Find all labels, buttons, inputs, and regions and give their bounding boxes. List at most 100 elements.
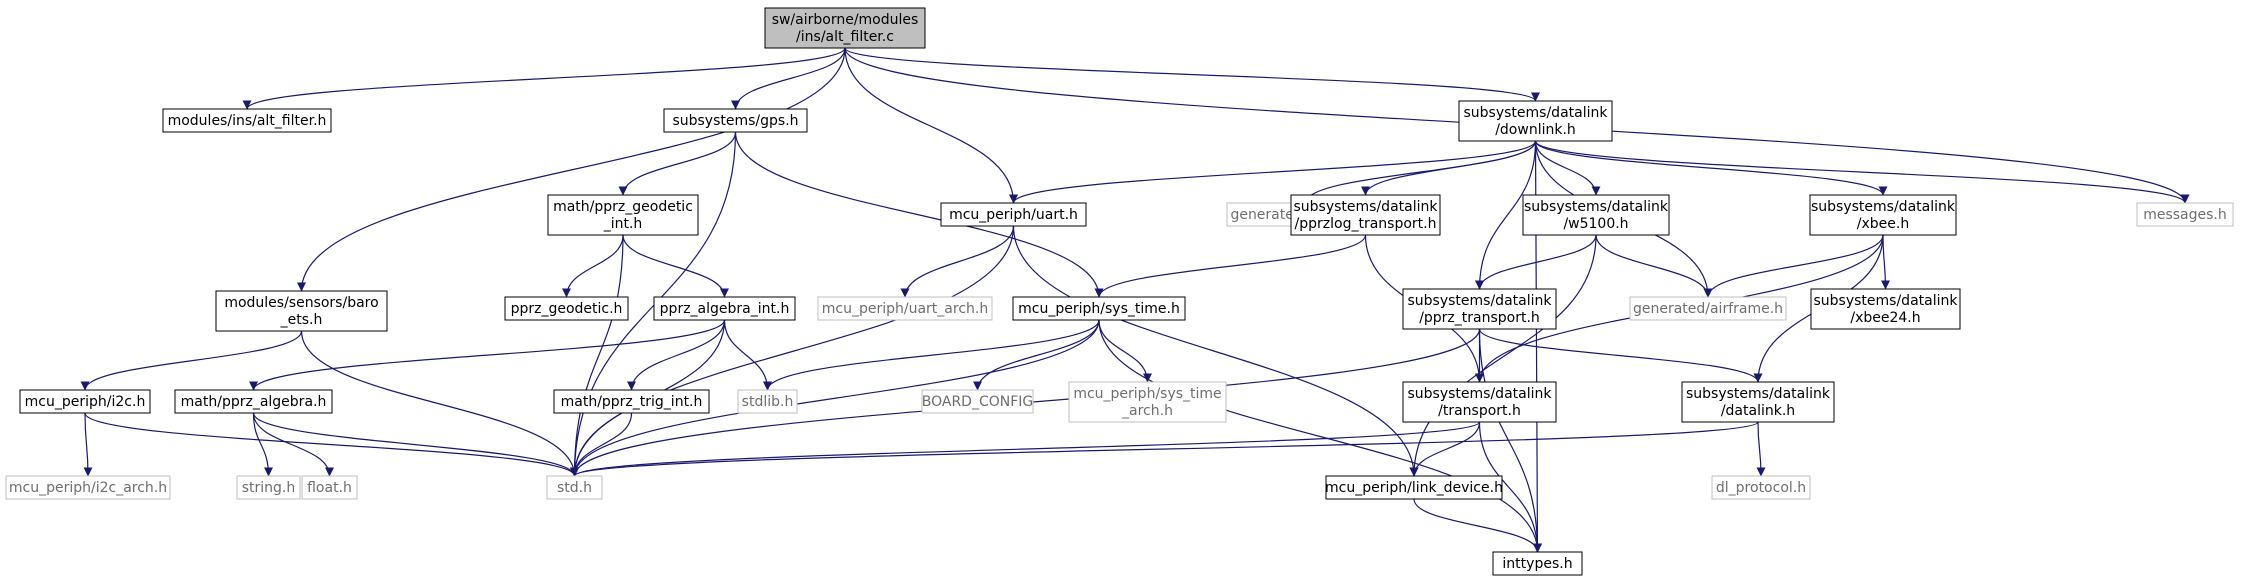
node-baro-ets-h[interactable]: modules/sensors/baro_ets.h bbox=[215, 290, 388, 332]
node-gps-h[interactable]: subsystems/gps.h bbox=[663, 108, 808, 133]
edge-sys_time_h-to-std_h bbox=[570, 319, 1100, 477]
edge-pprz_geodetic_int_h-to-pprz_algebra_int_h bbox=[622, 234, 729, 298]
node-datalink-h[interactable]: subsystems/datalink/datalink.h bbox=[1681, 381, 1835, 423]
node-pprz-algebra-int-h[interactable]: pprz_algebra_int.h bbox=[653, 296, 796, 321]
edge-downlink_h-to-pprzlog_transport_h bbox=[1361, 140, 1537, 196]
node-transport-h[interactable]: subsystems/datalink/transport.h bbox=[1402, 381, 1557, 423]
node-box bbox=[1492, 551, 1583, 576]
node-label: mcu_periph/link_device.h bbox=[1325, 480, 1503, 496]
node-label: mcu_periph/uart_arch.h bbox=[822, 301, 988, 317]
node-label: _arch.h bbox=[1121, 403, 1173, 419]
node-box bbox=[1402, 381, 1557, 423]
node-label: /ins/alt_filter.c bbox=[796, 29, 894, 45]
edge-downlink_h-to-xbee_h bbox=[1534, 140, 1888, 196]
node-downlink-h[interactable]: subsystems/datalink/downlink.h bbox=[1458, 100, 1613, 142]
node-label: /downlink.h bbox=[1495, 122, 1576, 138]
node-label: /datalink.h bbox=[1721, 403, 1795, 419]
node-alt-filter-h[interactable]: modules/ins/alt_filter.h bbox=[162, 108, 332, 133]
node-box bbox=[1522, 194, 1670, 236]
node-pprz-transport-h[interactable]: subsystems/datalink/pprz_transport.h bbox=[1402, 288, 1557, 330]
edge-sys_time_h-to-board_config bbox=[973, 319, 1100, 391]
node-box bbox=[553, 389, 710, 414]
edge-w5100_h-to-pprz_transport_h bbox=[1475, 234, 1597, 290]
node-uart-arch-h[interactable]: mcu_periph/uart_arch.h bbox=[817, 296, 993, 321]
node-box bbox=[1402, 288, 1557, 330]
node-board-config[interactable]: BOARD_CONFIG bbox=[921, 389, 1034, 414]
node-box bbox=[663, 108, 808, 133]
node-label: mcu_periph/uart.h bbox=[949, 207, 1078, 223]
node-label: math/pprz_algebra.h bbox=[181, 394, 327, 410]
node-box bbox=[1458, 100, 1613, 142]
node-w5100-h[interactable]: subsystems/datalink/w5100.h bbox=[1522, 194, 1670, 236]
node-uart-h[interactable]: mcu_periph/uart.h bbox=[940, 202, 1087, 227]
node-label: pprz_geodetic.h bbox=[511, 301, 623, 317]
node-label: mcu_periph/sys_time bbox=[1073, 386, 1221, 402]
edge-pprz_algebra_h-to-std_h bbox=[252, 412, 579, 477]
edge-uart_h-to-std_h bbox=[570, 225, 1015, 477]
node-label: /xbee24.h bbox=[1850, 310, 1920, 326]
node-pprz-algebra-h[interactable]: math/pprz_algebra.h bbox=[174, 389, 333, 414]
node-box bbox=[504, 296, 629, 321]
node-pprz-trig-int-h[interactable]: math/pprz_trig_int.h bbox=[553, 389, 710, 414]
node-label: mcu_periph/sys_time.h bbox=[1018, 301, 1180, 317]
edge-pprz_algebra_int_h-to-pprz_algebra_h bbox=[249, 319, 726, 391]
node-label: modules/sensors/baro bbox=[224, 295, 378, 311]
node-box bbox=[546, 475, 603, 500]
node-std-h[interactable]: std.h bbox=[546, 475, 603, 500]
node-sys-time-h[interactable]: mcu_periph/sys_time.h bbox=[1012, 296, 1186, 321]
node-alt-filter-c[interactable]: sw/airborne/modules/ins/alt_filter.c bbox=[764, 7, 926, 49]
node-box bbox=[1681, 381, 1835, 423]
node-float-h[interactable]: float.h bbox=[301, 475, 358, 500]
edge-pprz_algebra_int_h-to-pprz_trig_int_h bbox=[627, 319, 726, 391]
node-link-device-h[interactable]: mcu_periph/link_device.h bbox=[1325, 475, 1503, 500]
node-messages-h[interactable]: messages.h bbox=[2136, 202, 2234, 227]
node-sys-time-arch-h[interactable]: mcu_periph/sys_time_arch.h bbox=[1068, 381, 1227, 423]
node-box bbox=[1629, 296, 1787, 321]
node-label: _int.h bbox=[603, 216, 643, 232]
node-xbee-h[interactable]: subsystems/datalink/xbee.h bbox=[1809, 194, 1957, 236]
node-label: inttypes.h bbox=[1502, 556, 1572, 572]
node-box bbox=[174, 389, 333, 414]
node-inttypes-h[interactable]: inttypes.h bbox=[1492, 551, 1583, 576]
node-pprz-geodetic-int-h[interactable]: math/pprz_geodetic_int.h bbox=[547, 194, 699, 236]
edge-transport_h-to-std_h bbox=[570, 421, 1481, 477]
node-label: subsystems/datalink bbox=[1811, 199, 1956, 215]
node-label: /w5100.h bbox=[1563, 216, 1628, 232]
edge-i2c_h-to-i2c_arch_h bbox=[83, 412, 93, 477]
edge-pprz_transport_h-to-datalink_h bbox=[1478, 328, 1763, 383]
node-label: subsystems/datalink bbox=[1408, 293, 1553, 309]
node-box bbox=[921, 389, 1034, 414]
edge-downlink_h-to-messages_h bbox=[1534, 140, 2190, 204]
node-string-h[interactable]: string.h bbox=[236, 475, 301, 500]
edge-pprz_geodetic_int_h-to-pprz_geodetic_h bbox=[562, 234, 624, 298]
edge-w5100_h-to-link_device_h bbox=[1409, 234, 1597, 477]
node-box bbox=[653, 296, 796, 321]
node-pprzlog-transport-h[interactable]: subsystems/datalink/pprzlog_transport.h bbox=[1290, 194, 1441, 236]
node-label: mcu_periph/i2c.h bbox=[25, 394, 146, 410]
edge-gps_h-to-pprz_geodetic_int_h bbox=[618, 131, 737, 196]
node-label: subsystems/gps.h bbox=[672, 113, 798, 129]
edge-datalink_h-to-std_h bbox=[570, 421, 1759, 477]
edge-sys_time_h-to-sys_time_arch_h bbox=[1098, 319, 1152, 383]
node-box bbox=[1012, 296, 1186, 321]
node-label: sw/airborne/modules bbox=[772, 12, 919, 28]
node-label: subsystems/datalink bbox=[1464, 105, 1609, 121]
node-box bbox=[764, 7, 926, 49]
node-stdlib-h[interactable]: stdlib.h bbox=[737, 389, 798, 414]
node-box bbox=[236, 475, 301, 500]
edge-pprz_geodetic_int_h-to-std_h bbox=[570, 234, 624, 477]
node-label: /transport.h bbox=[1438, 403, 1521, 419]
node-dl-protocol-h[interactable]: dl_protocol.h bbox=[1711, 475, 1811, 500]
node-pprz-geodetic-h[interactable]: pprz_geodetic.h bbox=[504, 296, 629, 321]
edge-xbee_h-to-xbee24_h bbox=[1880, 234, 1890, 290]
node-i2c-h[interactable]: mcu_periph/i2c.h bbox=[19, 389, 151, 414]
node-label: /xbee.h bbox=[1857, 216, 1909, 232]
node-box bbox=[737, 389, 798, 414]
node-box bbox=[1325, 475, 1503, 500]
node-generated-airframe-h[interactable]: generated/airframe.h bbox=[1629, 296, 1787, 321]
node-xbee24-h[interactable]: subsystems/datalink/xbee24.h bbox=[1810, 288, 1961, 330]
node-label: subsystems/datalink bbox=[1408, 386, 1553, 402]
node-i2c-arch-h[interactable]: mcu_periph/i2c_arch.h bbox=[5, 475, 171, 500]
node-label: pprz_algebra_int.h bbox=[660, 301, 790, 317]
edge-i2c_h-to-std_h bbox=[84, 412, 579, 477]
